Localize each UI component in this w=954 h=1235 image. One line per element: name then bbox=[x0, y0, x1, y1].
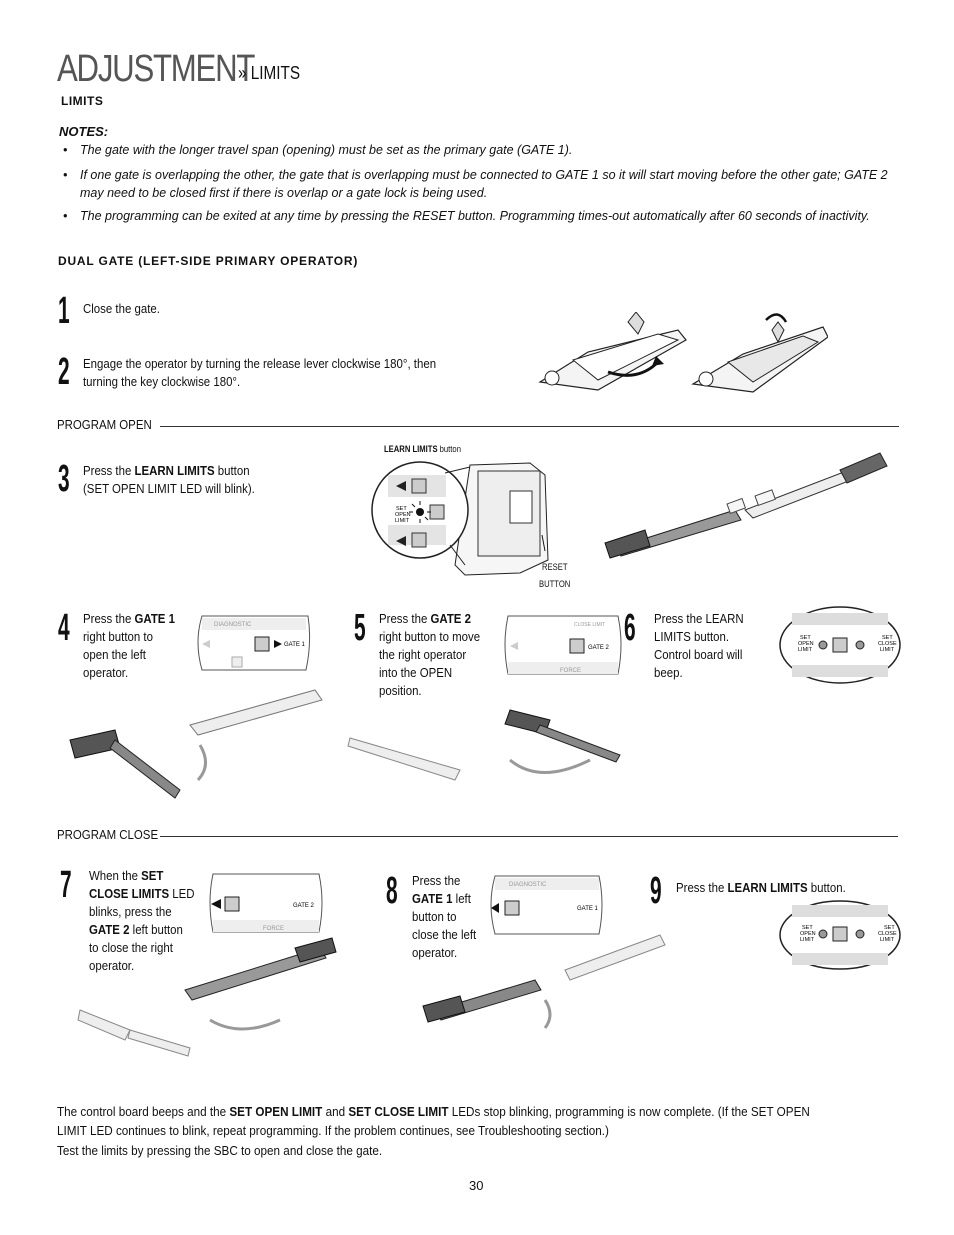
set-open-limit-label: LIMIT bbox=[798, 647, 813, 653]
page-title: ADJUSTMENT bbox=[57, 48, 255, 90]
right-operator-open-illustration bbox=[347, 709, 621, 781]
page-number: 30 bbox=[469, 1178, 484, 1193]
step-text: Engage the operator by turning the relea… bbox=[83, 356, 437, 389]
right-operator-close-illustration bbox=[77, 937, 337, 1057]
set-close-limit-label: LIMIT bbox=[880, 647, 895, 653]
gate2-panel-close: FORCE GATE 2 bbox=[209, 873, 323, 933]
left-operator-open-illustration bbox=[69, 689, 323, 799]
set-open-limit-label: LIMIT bbox=[395, 518, 410, 524]
learn-limits-callout: LEARN LIMITS button bbox=[384, 444, 461, 454]
right-operator-arm bbox=[744, 452, 888, 519]
gate2-panel-open: FORCE CLOSE LIMIT GATE 2 bbox=[504, 615, 622, 675]
page-subtitle: » LIMITS bbox=[238, 63, 301, 83]
step-text: Press the LEARN LIMITS button. Control b… bbox=[654, 611, 744, 680]
test-paragraph: Test the limits by pressing the SBC to o… bbox=[57, 1143, 383, 1158]
step-number: 8 bbox=[386, 870, 398, 912]
note-item: •The gate with the longer travel span (o… bbox=[63, 143, 573, 157]
step-number: 9 bbox=[650, 870, 662, 912]
set-open-limit-label: OPEN bbox=[395, 512, 411, 518]
step-text: When the SET CLOSE LIMITS LED blinks, pr… bbox=[89, 868, 195, 973]
step-text: Press the GATE 2 right button to move th… bbox=[379, 611, 481, 698]
step-text: Press the GATE 1 right button to open th… bbox=[83, 611, 175, 680]
set-close-limit-label: SET bbox=[884, 925, 895, 931]
set-open-limit-label: SET bbox=[802, 925, 813, 931]
step-text: Press the GATE 1 left button to close th… bbox=[412, 873, 477, 960]
close-limit-label: CLOSE LIMIT bbox=[574, 622, 605, 628]
step-number: 5 bbox=[354, 607, 366, 649]
section-heading: LIMITS bbox=[61, 94, 104, 108]
gate1-label: GATE 1 bbox=[577, 906, 599, 912]
divider bbox=[160, 426, 899, 427]
set-close-limit-label: CLOSE bbox=[878, 931, 897, 937]
note-item: •If one gate is overlapping the other, t… bbox=[63, 168, 888, 200]
operator-lever-before bbox=[538, 312, 687, 391]
gate2-label: GATE 2 bbox=[588, 645, 610, 651]
learn-limits-zoom-6: SET OPEN LIMIT SET CLOSE LIMIT bbox=[779, 606, 901, 684]
set-open-limit-label: OPEN bbox=[800, 931, 816, 937]
step-text: Press the LEARN LIMITS button (SET OPEN … bbox=[83, 463, 255, 496]
button-label: BUTTON bbox=[539, 579, 571, 589]
program-open-label: PROGRAM OPEN bbox=[57, 417, 152, 432]
step-number: 7 bbox=[60, 864, 72, 906]
learn-limits-zoom-9: SET OPEN LIMIT SET CLOSE LIMIT bbox=[779, 900, 901, 970]
program-close-label: PROGRAM CLOSE bbox=[57, 827, 159, 842]
left-operator-close-illustration bbox=[422, 934, 666, 1029]
release-lever-illustration bbox=[538, 312, 828, 393]
set-close-limit-label: CLOSE bbox=[878, 641, 897, 647]
set-close-limit-label: SET bbox=[882, 635, 893, 641]
diagnostic-label: DIAGNOSTIC bbox=[509, 882, 547, 888]
set-close-limit-label: LIMIT bbox=[880, 937, 895, 943]
gate2-label: GATE 2 bbox=[293, 903, 315, 909]
set-open-limit-label: SET bbox=[800, 635, 811, 641]
step-number: 1 bbox=[58, 290, 70, 332]
step-text: Close the gate. bbox=[83, 301, 160, 316]
divider bbox=[160, 836, 898, 837]
force-label: FORCE bbox=[560, 668, 581, 674]
step-text: Press the LEARN LIMITS button. bbox=[676, 880, 846, 895]
dual-gate-heading: DUAL GATE (LEFT-SIDE PRIMARY OPERATOR) bbox=[58, 254, 359, 268]
set-open-limit-label: SET bbox=[396, 506, 407, 512]
step-number: 4 bbox=[58, 607, 70, 649]
completion-paragraph: The control board beeps and the SET OPEN… bbox=[57, 1104, 810, 1138]
force-label: FORCE bbox=[263, 926, 284, 932]
step-number: 6 bbox=[624, 607, 636, 649]
step-number: 2 bbox=[58, 351, 70, 393]
dual-operator-illustration bbox=[604, 452, 888, 559]
set-open-limit-label: LIMIT bbox=[800, 937, 815, 943]
step-number: 3 bbox=[58, 458, 70, 500]
gate1-panel-open: DIAGNOSTIC GATE 1 bbox=[197, 615, 311, 671]
diagnostic-label: DIAGNOSTIC bbox=[214, 622, 252, 628]
notes-heading: NOTES: bbox=[59, 124, 109, 139]
operator-lever-after bbox=[691, 313, 828, 393]
left-operator-arm bbox=[604, 497, 747, 559]
reset-label: RESET bbox=[542, 562, 568, 572]
set-open-limit-label: OPEN bbox=[798, 641, 814, 647]
control-board-illustration: SET OPEN LIMIT bbox=[371, 461, 549, 576]
gate1-panel-close: DIAGNOSTIC GATE 1 bbox=[490, 875, 603, 935]
note-item: •The programming can be exited at any ti… bbox=[63, 209, 870, 223]
gate1-label: GATE 1 bbox=[284, 642, 306, 648]
